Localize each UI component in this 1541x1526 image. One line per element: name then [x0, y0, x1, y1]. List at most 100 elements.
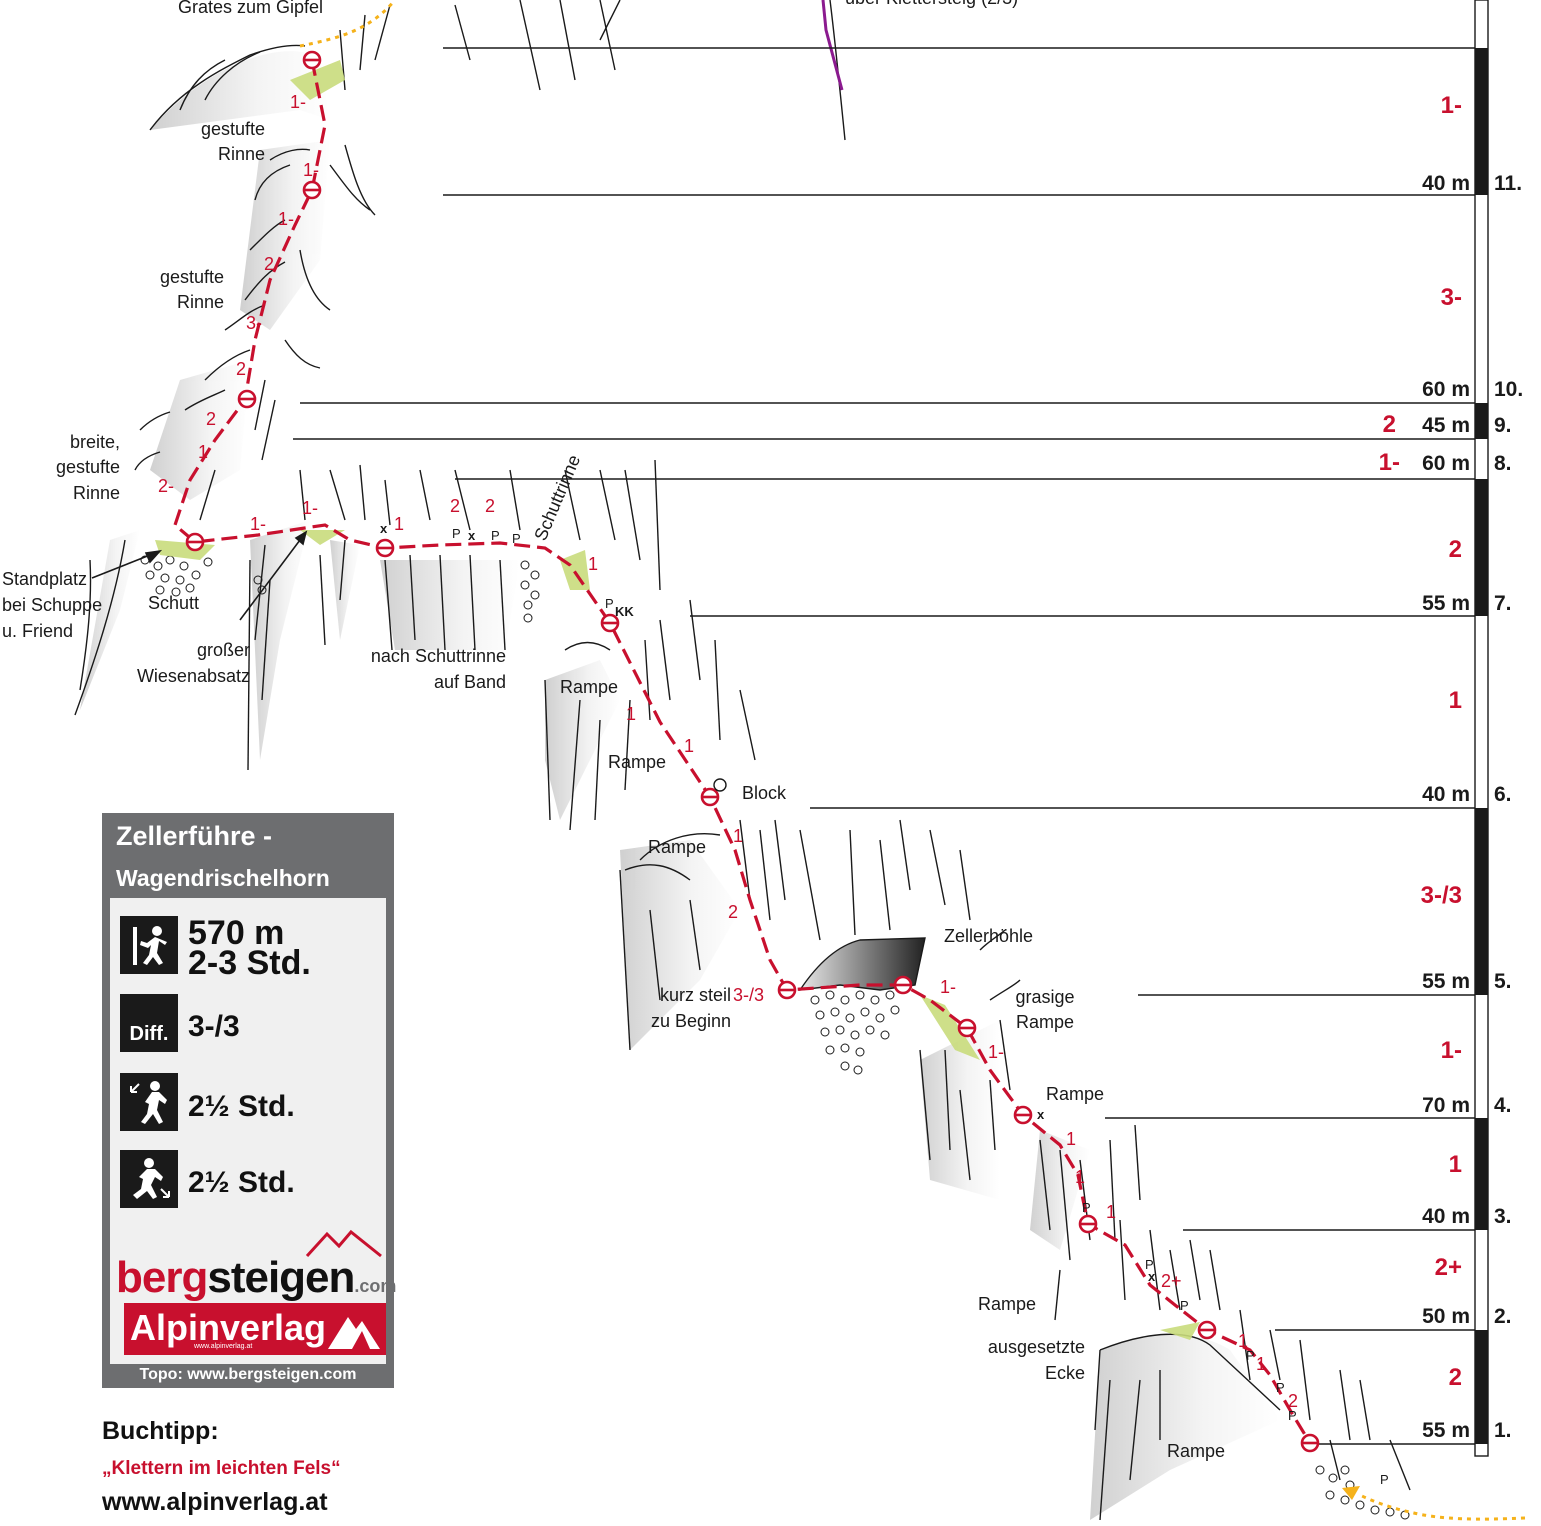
svg-text:1: 1: [1238, 1331, 1248, 1351]
pitch-length: 40 m: [1422, 172, 1470, 195]
pitch-1: 2 55 m 1.: [1422, 1364, 1511, 1442]
belay-station-icon: [1078, 1214, 1098, 1234]
pitch-grade: 1: [1449, 687, 1462, 714]
svg-text:1: 1: [588, 554, 598, 574]
descent-time: 2½ Std.: [188, 1166, 295, 1199]
alpinverlag-logo: Alpinverlag www.alpinverlag.at: [124, 1303, 386, 1355]
svg-text:2: 2: [450, 496, 460, 516]
pitch-grade: 2: [1383, 411, 1396, 438]
route-subtitle: Wagendrischelhorn: [116, 865, 330, 891]
pitch-number: 5.: [1494, 970, 1512, 993]
pitch-grade: 1-: [1441, 92, 1462, 119]
svg-text:2: 2: [206, 409, 216, 429]
svg-text:1-: 1-: [303, 160, 319, 180]
pitch-6: 1 40 m 6.: [1422, 687, 1511, 806]
pitch-length: 55 m: [1422, 1419, 1470, 1442]
label-schuttrinne: Schuttrinne: [530, 452, 584, 544]
book-tip: Buchtipp: „Klettern im leichten Fels“ ww…: [102, 1417, 341, 1517]
svg-text:P: P: [1380, 1472, 1389, 1487]
svg-text:3-: 3-: [246, 313, 262, 333]
approach-line-bottom: [1359, 1493, 1526, 1521]
grat-note: Grates zum Gipfel: [178, 0, 323, 17]
svg-text:P: P: [452, 526, 461, 541]
pitch-length: 40 m: [1422, 1205, 1470, 1228]
publisher-link[interactable]: www.alpinverlag.at: [102, 1488, 328, 1516]
scree: [140, 555, 1410, 1520]
svg-text:1: 1: [1066, 1129, 1076, 1149]
route-info-box: Zellerführe - Wagendrischelhorn 570 m 2-…: [102, 813, 396, 1388]
book-tip-heading: Buchtipp:: [102, 1417, 219, 1445]
klettersteig-line: [821, 0, 844, 91]
svg-text:1: 1: [1106, 1202, 1116, 1222]
label-rampe-c: Rampe: [648, 837, 706, 857]
belay-station-icon: [237, 389, 257, 409]
label-rampe-d: Rampe: [1046, 1084, 1104, 1104]
pitch-number: 3.: [1494, 1205, 1512, 1228]
belay-station-icon: [777, 980, 797, 1000]
belay-station-icon: [302, 180, 322, 200]
label-rampe-e: Rampe: [978, 1294, 1036, 1314]
pitch-length: 55 m: [1422, 592, 1470, 615]
label-zellerhoehle: Zellerhöhle: [944, 926, 1033, 946]
route-grades: 1- 1- 1- 2 3- 2 2 1 2- 1- 1- 1 2 2 1 1 1…: [158, 92, 1298, 1411]
difficulty-value: 3-/3: [188, 1010, 240, 1043]
length-scale-bar: [1474, 0, 1489, 1457]
svg-text:2: 2: [236, 359, 246, 379]
belay-station-icon: [1197, 1320, 1217, 1340]
pitch-5: 3-/3 55 m 5.: [1421, 882, 1512, 993]
belay-station-icon: [302, 50, 322, 70]
svg-text:1-: 1-: [290, 92, 306, 112]
hiker-down-icon: [120, 1150, 178, 1208]
belay-station-icon: [185, 532, 205, 552]
svg-text:x: x: [1037, 1107, 1045, 1122]
pitch-number: 7.: [1494, 592, 1512, 615]
pitch-grade: 2+: [1435, 1254, 1462, 1281]
pitch-number: 11.: [1494, 172, 1522, 195]
route-title: Zellerführe -: [116, 821, 273, 851]
grass-patches: [155, 60, 1200, 1340]
rock-shading: [80, 51, 1280, 1520]
pitch-grade: 2: [1449, 1364, 1462, 1391]
svg-text:1: 1: [733, 826, 743, 846]
svg-text:2-: 2-: [158, 476, 174, 496]
pointer-arrows: [91, 530, 308, 621]
svg-text:P: P: [1145, 1257, 1154, 1272]
pitch-number: 1.: [1494, 1419, 1512, 1442]
belay-station-icon: [957, 1018, 977, 1038]
svg-text:1: 1: [198, 442, 208, 462]
svg-text:1-: 1-: [988, 1042, 1004, 1062]
svg-text:P: P: [512, 531, 521, 546]
svg-text:2: 2: [264, 254, 274, 274]
svg-text:1: 1: [1256, 1354, 1266, 1374]
svg-text:1: 1: [1075, 1167, 1085, 1187]
pitch-grade: 1-: [1379, 449, 1400, 476]
svg-text:P: P: [1288, 1408, 1297, 1423]
svg-text:2: 2: [728, 902, 738, 922]
belay-station-icon: [600, 613, 620, 633]
svg-text:1: 1: [394, 514, 404, 534]
pitch-length: 60 m: [1422, 452, 1470, 475]
belay-station-icon: [1013, 1105, 1033, 1125]
pitch-grade: 2: [1449, 536, 1462, 563]
svg-text:KK: KK: [615, 604, 634, 619]
svg-text:P: P: [1180, 1298, 1189, 1313]
pitch-length: 60 m: [1422, 378, 1470, 401]
pitch-length: 50 m: [1422, 1305, 1470, 1328]
chockstone-icon: [713, 778, 727, 792]
climber-icon: [120, 916, 178, 974]
pitch-number: 9.: [1494, 414, 1512, 437]
label-rampe-f: Rampe: [1167, 1441, 1225, 1461]
svg-text:1-: 1-: [302, 498, 318, 518]
pitch-number: 2.: [1494, 1305, 1512, 1328]
svg-text:2: 2: [1288, 1391, 1298, 1411]
pitch-number: 6.: [1494, 783, 1512, 806]
pitch-length: 70 m: [1422, 1094, 1470, 1117]
svg-text:x: x: [380, 521, 388, 536]
svg-text:x: x: [468, 528, 476, 543]
